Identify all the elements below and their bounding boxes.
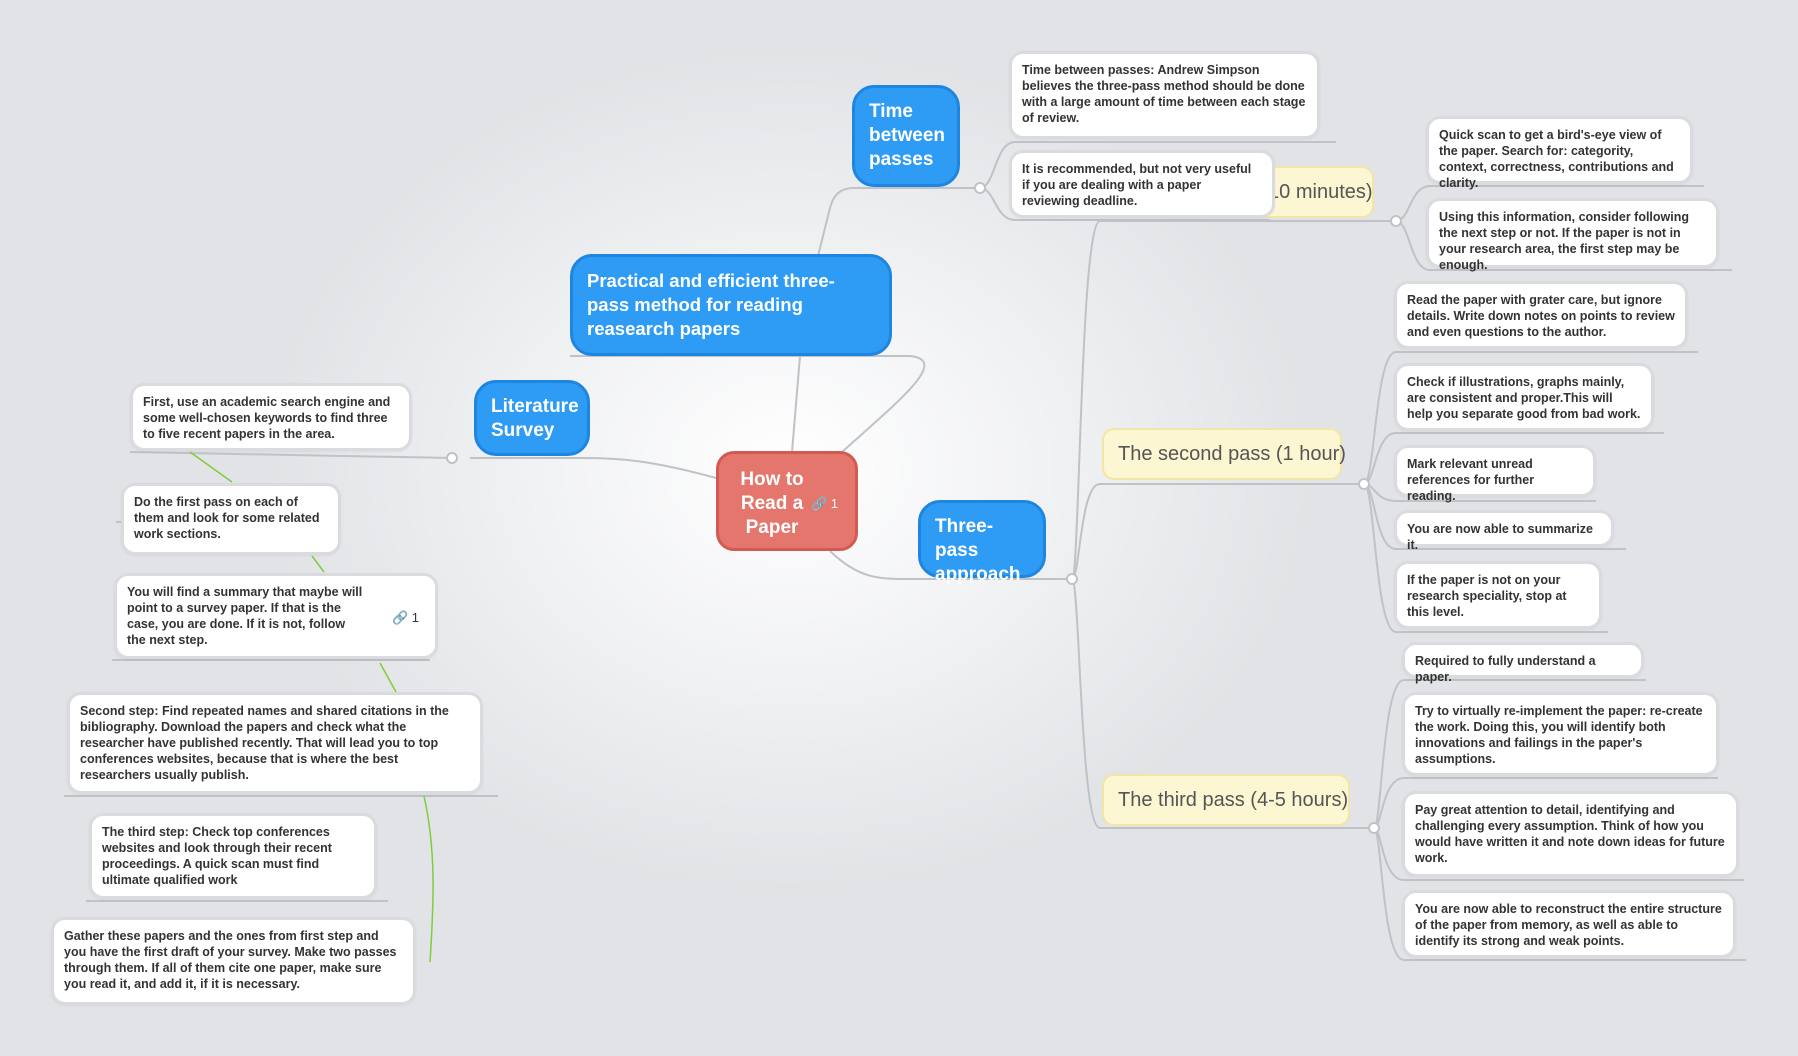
note-literature-3-text: You will find a summary that maybe will … (127, 585, 363, 647)
note-time-between-1[interactable]: Time between passes: Andrew Simpson beli… (1009, 51, 1320, 139)
central-topic-title: How to Read a Paper (740, 469, 804, 538)
note-time-between-2[interactable]: It is recommended, but not very useful i… (1009, 150, 1275, 218)
note-literature-6[interactable]: Gather these papers and the ones from fi… (51, 917, 416, 1005)
link-icon[interactable]: 🔗 1 (811, 496, 839, 511)
note-third-pass-3[interactable]: Pay great attention to detail, identifyi… (1402, 791, 1739, 877)
note-literature-5[interactable]: The third step: Check top conferences we… (89, 813, 377, 899)
note-first-pass-1[interactable]: Quick scan to get a bird's-eye view of t… (1426, 116, 1693, 190)
note-second-pass-1[interactable]: Read the paper with grater care, but ign… (1394, 281, 1688, 349)
note-literature-3[interactable]: You will find a summary that maybe will … (114, 573, 438, 659)
note-literature-4[interactable]: Second step: Find repeated names and sha… (67, 692, 483, 794)
note-second-pass-2[interactable]: Check if illustrations, graphs mainly, a… (1394, 363, 1654, 431)
connector-central-practical-curve (841, 355, 926, 453)
note-second-pass-3[interactable]: Mark relevant unread references for furt… (1394, 445, 1596, 503)
link-icon[interactable]: 🔗 1 (391, 610, 419, 625)
branch-three-pass[interactable]: Three-pass approach (918, 500, 1046, 585)
connector-three-first (1071, 220, 1101, 580)
connector-three-second (1071, 483, 1101, 580)
central-topic[interactable]: How to Read a Paper 🔗 1 (716, 451, 858, 551)
note-literature-1[interactable]: First, use an academic search engine and… (130, 383, 412, 451)
third-pass-topic[interactable]: The third pass (4-5 hours) (1102, 774, 1350, 826)
branch-practical[interactable]: Practical and efficient three-pass metho… (570, 254, 892, 356)
note-first-pass-2[interactable]: Using this information, consider followi… (1426, 198, 1719, 272)
note-second-pass-4[interactable]: You are now able to summarize it. (1394, 510, 1614, 552)
connector-central-literature (579, 457, 717, 479)
note-third-pass-1[interactable]: Required to fully understand a paper. (1402, 642, 1644, 684)
connector-central-practical (791, 355, 801, 453)
connector-central-threepass (829, 550, 917, 581)
note-literature-2[interactable]: Do the first pass on each of them and lo… (121, 483, 341, 555)
note-third-pass-2[interactable]: Try to virtually re-implement the paper:… (1402, 692, 1719, 776)
branch-literature-survey[interactable]: Literature Survey (474, 380, 590, 456)
note-second-pass-5[interactable]: If the paper is not on your research spe… (1394, 561, 1602, 629)
collapse-dot-time (974, 182, 986, 194)
connector-practical-time (817, 186, 871, 257)
second-pass-topic[interactable]: The second pass (1 hour) (1102, 428, 1346, 480)
collapse-dot-threepass (1066, 573, 1078, 585)
branch-time-between[interactable]: Time between passes (852, 85, 960, 187)
note-third-pass-4[interactable]: You are now able to reconstruct the enti… (1402, 890, 1736, 958)
connector-three-third (1071, 578, 1101, 829)
